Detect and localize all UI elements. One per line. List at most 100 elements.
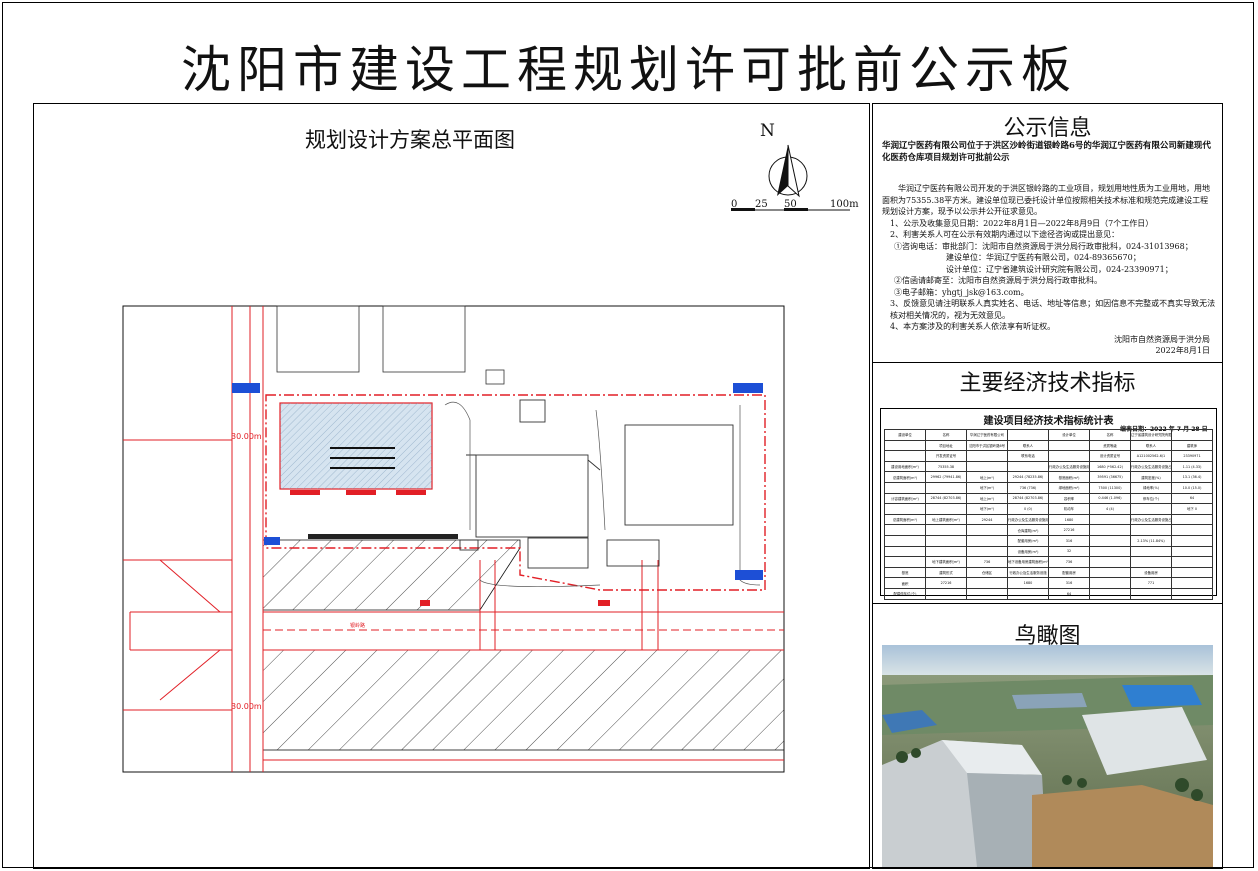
econ-table-row: 总建筑面积(m²)地上建筑面积(m²)29244行政办公及生活服务设施用房(m²… — [884, 513, 1213, 526]
econ-table-cell: 7500 (11300) — [1089, 481, 1131, 494]
econ-table-cell: 地下(m²) — [966, 481, 1008, 494]
econ-table-cell: 23390971 — [1171, 450, 1213, 462]
notice-para-8: 3、反馈意见请注明联系人真实姓名、电话、地址等信息；如因信息不完整或不真实导致无… — [890, 299, 1216, 320]
road-lines — [123, 306, 784, 772]
notice-issuer: 沈阳市自然资源局于洪分局 — [1114, 335, 1210, 344]
econ-table-cell: 行政办公及生活服务设施 — [1007, 566, 1049, 579]
econ-table-cell: 4 (4) — [1089, 503, 1131, 515]
econ-table-cell: 总建筑面积(m²) — [884, 513, 926, 526]
econ-table-cell — [966, 577, 1008, 589]
econ-table-cell — [1171, 513, 1213, 526]
econ-table-cell: 开发资质证号 — [925, 450, 967, 462]
econ-table-cell — [966, 587, 1008, 600]
notice-subtitle: 华润辽宁医药有限公司位于于洪区沙岭街道银岭路6号的华润辽宁医药有限公司新建现代化… — [882, 141, 1211, 163]
econ-table-cell: 13.1 (36.4) — [1171, 471, 1213, 483]
econ-table-cell — [1089, 566, 1131, 579]
econ-table-cell — [1130, 524, 1172, 536]
econ-table-cell: 名称 — [1089, 429, 1131, 441]
notice-body: 华润辽宁医药有限公司开发的于洪区银岭路的工业项目，规划用地性质为工业用地，用地面… — [882, 183, 1216, 333]
econ-table-cell — [1089, 556, 1131, 568]
econ-table-cell — [925, 503, 967, 515]
econ-table-cell — [1171, 556, 1213, 568]
econ-table-cell — [966, 450, 1008, 462]
econ-table-cell: 名称 — [925, 429, 967, 441]
econ-table-cell: 0.446 (1.096) — [1089, 492, 1131, 505]
econ-table-cell: 绿地面积(m²) — [1048, 481, 1090, 494]
econ-table-cell — [884, 545, 926, 558]
econ-table-cell: 64 — [1171, 492, 1213, 505]
econ-table-cell: 联系人 — [1007, 439, 1049, 452]
econ-table-cell: 联系人 — [1130, 439, 1172, 452]
econ-table-cell: 39591 (36675) — [1089, 471, 1131, 483]
econ-table-cell: 基底 — [884, 566, 926, 579]
econ-table-cell — [1130, 556, 1172, 568]
econ-table-cell — [1171, 587, 1213, 600]
scale-label-100: 100m — [830, 199, 859, 210]
econ-table-row: 项目地址沈阳市于洪区银岭路6号联系人资质等级联系人建筑师 — [884, 439, 1213, 452]
econ-table-cell: 行政办公及生活服务设施用房(m²) — [1007, 513, 1049, 526]
econ-table-row: 计容建筑面积(m²)28744 (82703.86)地上(m²)28744 (8… — [884, 492, 1213, 505]
econ-table-cell: 736 — [1048, 556, 1090, 568]
econ-table-cell: 计容建筑面积(m²) — [884, 492, 926, 505]
econ-table-cell: 建筑形式 — [925, 566, 967, 579]
econ-table-cell: 行政办公及生活服务设施用地面积(m²) — [1048, 460, 1090, 473]
econ-table-cell: 机动车 — [1048, 503, 1090, 515]
notice-para-5: 设计单位：辽宁省建筑设计研究院有限公司，024-23390971； — [946, 264, 1173, 274]
econ-table-cell: 配套用房 — [1048, 566, 1090, 579]
econ-table-cell: 华润辽宁医药有限公司 — [966, 429, 1008, 441]
econ-table-cell — [1171, 429, 1213, 441]
econ-table-cell: 10.0 (15.0) — [1171, 481, 1213, 494]
notice-para-1: 1、公示及收集意见日期：2022年8月1日—2022年8月9日（7个工作日） — [890, 218, 1154, 228]
econ-table-cell — [1048, 450, 1090, 462]
econ-table-cell: 736 — [966, 556, 1008, 568]
econ-table-cell — [884, 556, 926, 568]
econ-table-cell: 地下建筑面积(m²) — [925, 556, 967, 568]
econ-table-cell — [884, 439, 926, 452]
econ-table-cell: 27216 — [1048, 524, 1090, 536]
econ-table-cell: 地下设备用房建筑面积(m²) — [1007, 556, 1049, 568]
econ-table-cell — [966, 524, 1008, 536]
econ-table-row: 建设单位名称华润辽宁医药有限公司设计单位名称辽宁省建筑设计研究院有限责任公司 — [884, 429, 1213, 441]
econ-table-cell — [1130, 545, 1172, 558]
notice-para-9: 4、本方案涉及的利害关系人依法享有听证权。 — [890, 322, 1056, 331]
scale-label-0: 0 — [731, 199, 738, 210]
econ-table-cell: 地上建筑面积(m²) — [925, 513, 967, 526]
road-width-south: 30.00m — [231, 702, 262, 711]
econ-table-cell — [1007, 460, 1049, 473]
econ-table-cell: 总建筑面积(m²) — [884, 471, 926, 483]
econ-table: 建设单位名称华润辽宁医药有限公司设计单位名称辽宁省建筑设计研究院有限责任公司项目… — [884, 429, 1213, 600]
econ-table-cell: A121002562-6/1 — [1130, 450, 1172, 462]
econ-table-cell: 建筑师 — [1171, 439, 1213, 452]
econ-table-cell — [1171, 577, 1213, 589]
site-boundary — [265, 394, 766, 591]
econ-table-cell — [966, 460, 1008, 473]
south-road-hatch — [262, 649, 785, 751]
econ-table-cell: 联系电话 — [1007, 450, 1049, 462]
econ-table-cell — [1089, 524, 1131, 536]
econ-table-cell: 停车位(个) — [1130, 492, 1172, 505]
econ-table-cell — [1171, 545, 1213, 558]
econ-table-cell — [884, 481, 926, 494]
econ-table-cell: 29244 — [966, 513, 1008, 526]
econ-table-cell: 1680 (*562.42) — [1089, 460, 1131, 473]
notice-title: 公示信息 — [1003, 116, 1092, 141]
econ-table-cell: 0 (0) — [1007, 503, 1049, 515]
scale-label-25: 25 — [755, 199, 768, 210]
econ-table-cell: 设计资质证号 — [1089, 450, 1131, 462]
econ-table-cell — [1130, 503, 1172, 515]
econ-table-cell — [1089, 587, 1131, 600]
notice-date: 2022年8月1日 — [1155, 346, 1210, 355]
econ-table-cell: 316 — [1048, 577, 1090, 589]
econ-table-cell: 配建停车位(个) — [884, 587, 926, 600]
econ-table-cell — [925, 587, 967, 600]
info-panel — [872, 103, 1223, 869]
econ-table-row: 仓库建筑(m²)27216 — [884, 524, 1213, 536]
econ-table-cell — [925, 534, 967, 547]
econ-table-cell: 29962 (79941.86) — [925, 471, 967, 483]
notice-para-3: ①咨询电话：审批部门：沈阳市自然资源局于洪分局行政审批科，024-3101396… — [894, 241, 1193, 251]
econ-table-cell: 28744 (82703.86) — [925, 492, 967, 505]
econ-table-cell: 771 — [1130, 577, 1172, 589]
road-width-north: 30.00m — [231, 432, 262, 441]
section-divider — [873, 603, 1222, 604]
aerial-title: 鸟瞰图 — [1014, 624, 1081, 649]
